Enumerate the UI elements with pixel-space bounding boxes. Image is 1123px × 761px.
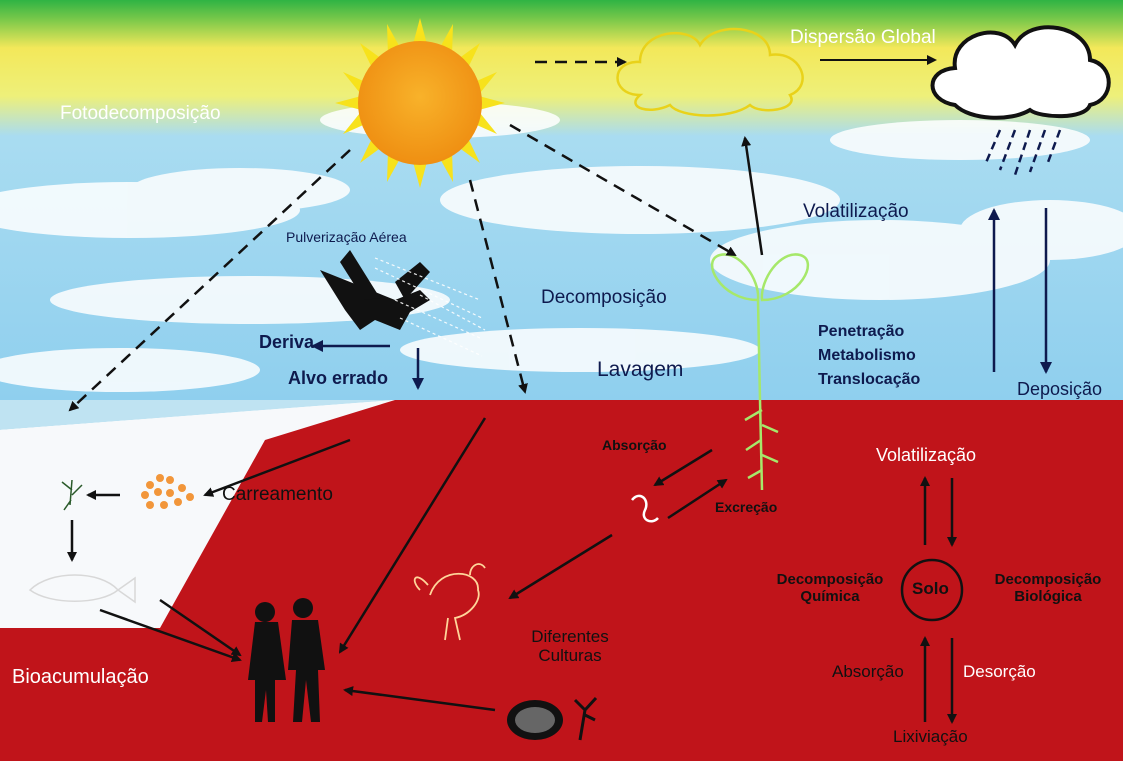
label-decomposicao-biologica-line2: Biológica <box>973 589 1123 606</box>
label-metabolismo: Metabolismo <box>818 347 916 365</box>
label-decomposicao-biologica-line1: Decomposição <box>973 572 1123 589</box>
label-decomposicao-quimica-line1: Decomposição <box>760 572 900 589</box>
label-lixiviacao: Lixiviação <box>893 728 968 747</box>
label-lavagem: Lavagem <box>597 358 683 381</box>
label-fotodecomposicao: Fotodecomposição <box>60 104 221 125</box>
label-solo: Solo <box>912 580 949 599</box>
label-diferentes-culturas-line1: Diferentes <box>520 628 620 647</box>
label-deriva: Deriva <box>259 333 314 353</box>
label-alvo-errado: Alvo errado <box>288 369 388 389</box>
label-carreamento: Carreamento <box>222 485 333 506</box>
label-absorcao-solo: Absorção <box>832 663 904 682</box>
label-deposicao: Deposição <box>1017 380 1102 400</box>
label-penetracao: Penetração <box>818 323 904 341</box>
sun-icon <box>335 18 505 188</box>
label-decomposicao-quimica: Decomposição Química <box>760 572 900 605</box>
label-diferentes-culturas-line2: Culturas <box>520 647 620 666</box>
label-desorcao: Desorção <box>963 663 1036 682</box>
label-translocacao: Translocação <box>818 371 920 389</box>
label-bioacumulacao: Bioacumulação <box>12 666 149 688</box>
label-pulverizacao-aerea: Pulverização Aérea <box>286 230 407 245</box>
label-decomposicao-biologica: Decomposição Biológica <box>973 572 1123 605</box>
label-decomposicao-quimica-line2: Química <box>760 589 900 606</box>
label-dispersao-global: Dispersão Global <box>790 28 936 49</box>
label-decomposicao: Decomposição <box>541 288 667 309</box>
label-diferentes-culturas: Diferentes Culturas <box>520 628 620 665</box>
label-volatilizacao-solo: Volatilização <box>876 446 976 466</box>
label-absorcao-planta: Absorção <box>602 438 667 453</box>
label-volatilizacao-ar: Volatilização <box>803 202 909 223</box>
label-excrecao: Excreção <box>715 500 777 515</box>
